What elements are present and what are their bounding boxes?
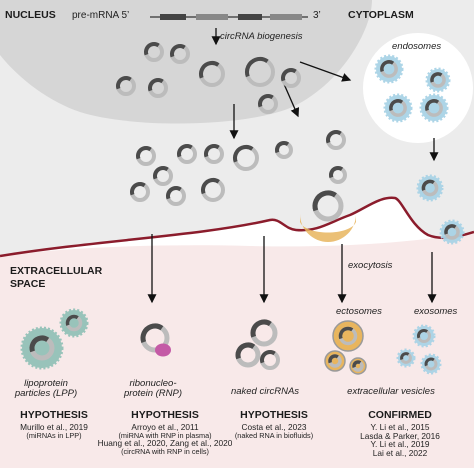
cytoplasm-title: CYTOPLASM (348, 9, 414, 21)
vesicle-circrna (444, 224, 460, 240)
nuclear-circrna (258, 94, 279, 114)
ev-circrna (328, 354, 342, 368)
rnp-citation-1: Arroyo et al., 2011 (131, 422, 199, 433)
ev-citation-4: Lai et al., 2022 (372, 448, 428, 459)
exosome-in-cell (416, 174, 444, 202)
rnp-label: ribonucleo- protein (RNP) (108, 379, 198, 399)
endosome-circrna (389, 99, 407, 117)
exosome (412, 324, 436, 348)
rnp-evidence: HYPOTHESIS Arroyo et al., 2011 (miRNA wi… (96, 409, 234, 457)
cytoplasmic-circrna (166, 185, 187, 206)
ev-evidence: CONFIRMED Y. Li et al., 2015 Lasda & Par… (340, 409, 460, 459)
rna-binding-protein (155, 343, 171, 357)
endosome-circrna (425, 99, 443, 117)
nucleus-title: NUCLEUS (5, 9, 56, 21)
naked-status: HYPOTHESIS (240, 409, 308, 421)
exocytosis-label: exocytosis (348, 260, 393, 271)
naked-citation: Costa et al., 2023 (241, 422, 307, 433)
cytoplasmic-circrna (329, 166, 347, 184)
rnp-citation-2-note: (circRNA with RNP in cells) (121, 447, 209, 457)
ev-citation-2: Lasda & Parker, 2016 (360, 430, 440, 441)
extracellular-title-line1: EXTRACELLULAR (10, 265, 103, 277)
ev-status: CONFIRMED (368, 409, 432, 421)
naked-circrna-label: naked circRNAs (230, 386, 300, 397)
exosomes-label: exosomes (414, 306, 458, 317)
ectosome (324, 350, 346, 372)
ev-circrna (400, 352, 412, 364)
rnp-citation-1-note: (miRNA with RNP in plasma) (118, 430, 212, 440)
lpp-label: lipoprotein particles (LPP) (6, 379, 86, 399)
extracellular-title-line2: SPACE (10, 278, 46, 290)
ectosome (332, 320, 364, 352)
naked-evidence: HYPOTHESIS Costa et al., 2023 (naked RNA… (226, 409, 322, 440)
ectosomes-label: ectosomes (336, 306, 382, 317)
cytoplasmic-circrna (201, 178, 225, 202)
ev-circrna (424, 357, 438, 371)
rnp-citation-2: Huang et al., 2020, Zang et al., 2020 (97, 438, 233, 449)
lpp-circrna (29, 335, 55, 361)
rnp-label-line2: protein (RNP) (123, 387, 183, 399)
ev-citation-1: Y. Li et al., 2015 (370, 422, 430, 433)
lipoprotein-particle (59, 308, 89, 338)
lpp-evidence: HYPOTHESIS Murillo et al., 2019 (miRNAs … (6, 409, 102, 440)
lipoprotein-particle (20, 326, 64, 370)
flow-arrows (147, 28, 439, 304)
lpp-label-line2: particles (LPP) (14, 387, 78, 399)
nuclear-circrna (116, 76, 136, 96)
cytoplasmic-circrna (275, 141, 293, 159)
cytoplasmic-circrna (130, 182, 151, 202)
vesicle-circrna (421, 179, 439, 197)
endosome-circrna (430, 72, 446, 88)
cytoplasmic-circrna (232, 145, 259, 171)
nuclear-circrna (144, 42, 164, 62)
cytoplasmic-circrna (326, 130, 346, 150)
endosome-vesicle (383, 93, 413, 123)
naked-circrna (260, 349, 280, 370)
rnp-status: HYPOTHESIS (131, 409, 199, 421)
budding-vesicle (300, 214, 356, 242)
to-cytoplasm-arrow (283, 83, 300, 118)
endosome-vesicle (374, 54, 404, 84)
plasma-membrane (0, 196, 474, 258)
pre-mrna-strand (150, 14, 308, 20)
to-endosome-arrow (299, 61, 352, 82)
ev-citation-3: Y. Li et al., 2019 (370, 439, 430, 450)
circrna-rings (20, 42, 465, 375)
naked-citation-note: (naked RNA in biofluids) (234, 430, 314, 440)
pre-mrna-label: pre-mRNA 5’ (72, 10, 130, 21)
lpp-citation-note: (miRNAs in LPP) (26, 430, 82, 440)
endosome-vesicle (419, 93, 449, 123)
nuclear-circrna (281, 68, 301, 88)
naked-circrna (250, 319, 278, 347)
ev-circrna (338, 326, 358, 346)
cytoplasmic-circrna (177, 144, 197, 164)
cytoplasmic-circrna (136, 146, 157, 166)
nuclear-circrna (170, 44, 191, 64)
nuclear-circrna (245, 57, 276, 87)
budding-circrna (312, 190, 344, 222)
naked-circrna (235, 342, 261, 368)
nuclear-circrna (147, 78, 168, 98)
lpp-label-line1: lipoprotein (24, 378, 68, 389)
lpp-status: HYPOTHESIS (20, 409, 88, 421)
lpp-circrna (65, 314, 83, 332)
ev-circrna (352, 360, 364, 372)
nuclear-circrna (198, 61, 225, 87)
cytoplasmic-circrna (204, 144, 224, 164)
ev-label: extracellular vesicles (347, 386, 435, 397)
endosome-circrna (380, 60, 398, 78)
lpp-citation: Murillo et al., 2019 (20, 422, 88, 433)
endosomes-label: endosomes (392, 41, 442, 52)
ev-circrna (417, 329, 431, 343)
rnp-label-line1: ribonucleo- (129, 378, 177, 389)
cytoplasmic-circrna (152, 166, 173, 186)
biogenesis-label: circRNA biogenesis (220, 31, 303, 42)
three-prime-label: 3’ (313, 10, 321, 21)
